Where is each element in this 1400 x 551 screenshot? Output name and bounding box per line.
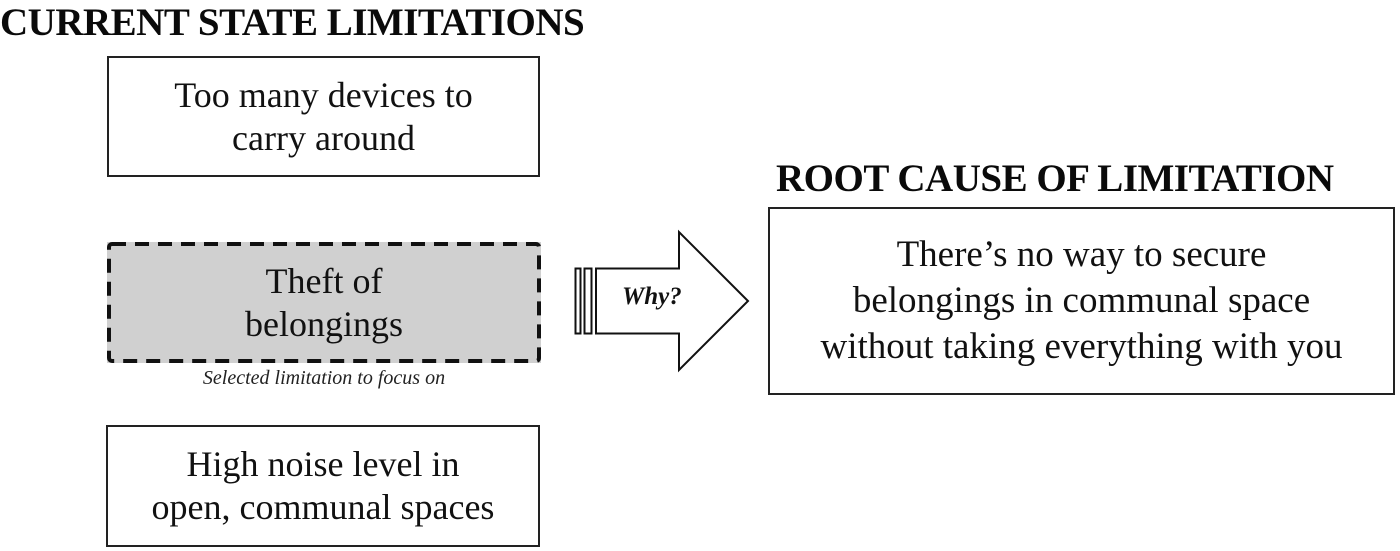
- limitation-text: Theft of belongings: [245, 260, 403, 344]
- root-cause-heading: ROOT CAUSE OF LIMITATION: [776, 157, 1334, 200]
- arrow-stripe: [574, 267, 582, 335]
- root-cause-box: There’s no way to secure belongings in c…: [768, 207, 1395, 395]
- selected-limitation-caption: Selected limitation to focus on: [202, 367, 446, 389]
- limitation-box-theft-selected: Theft of belongings: [107, 242, 541, 363]
- limitation-text: High noise level in open, communal space…: [151, 444, 495, 527]
- striped-right-arrow-icon: [574, 229, 750, 373]
- root-cause-text: There’s no way to secure belongings in c…: [820, 234, 1343, 367]
- current-state-limitations-heading: CURRENT STATE LIMITATIONS: [0, 1, 585, 44]
- why-arrow-label: Why?: [622, 283, 682, 310]
- limitation-box-too-many-devices: Too many devices to carry around: [107, 56, 540, 177]
- limitation-text: Too many devices to carry around: [174, 74, 473, 158]
- arrow-body: [595, 229, 750, 373]
- limitation-box-high-noise: High noise level in open, communal space…: [106, 425, 540, 547]
- arrow-stripe: [583, 267, 593, 335]
